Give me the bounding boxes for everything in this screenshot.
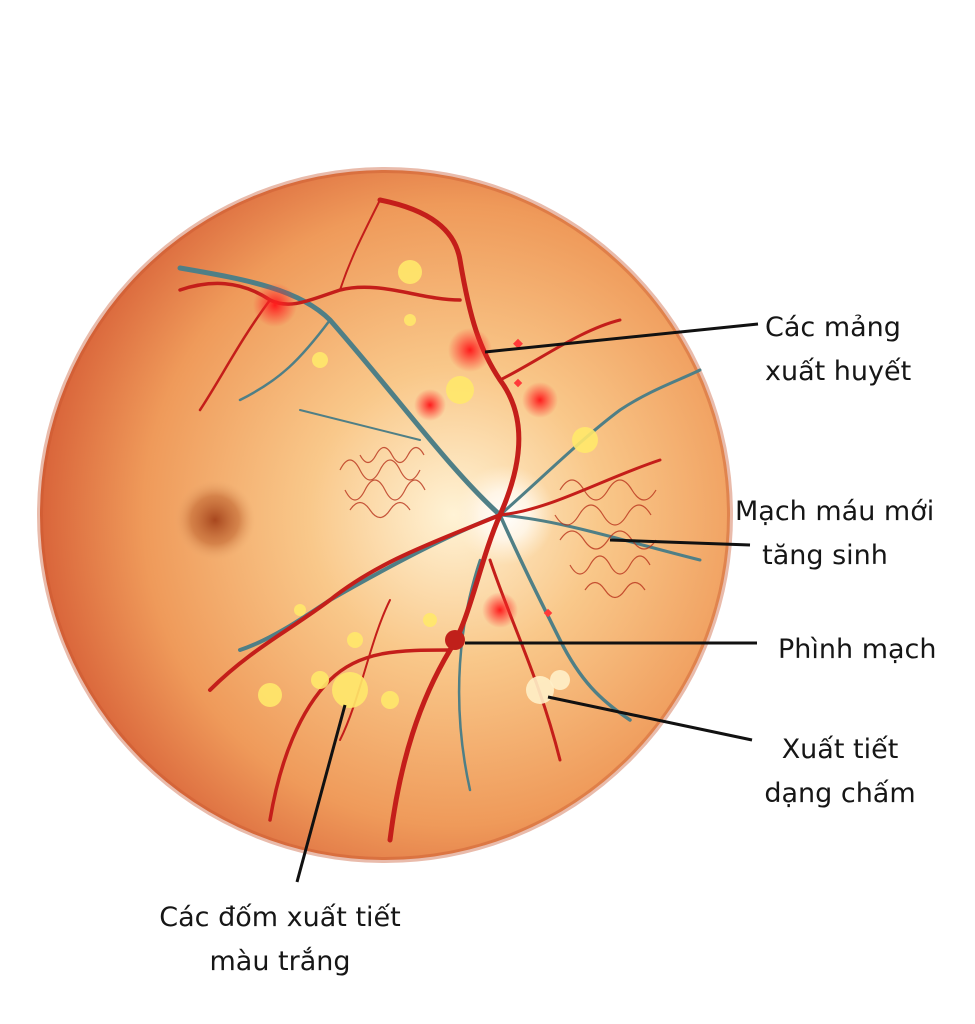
leader-neovascularization (609, 538, 751, 547)
hemorrhages (253, 283, 558, 650)
label-line: Các mảng (765, 312, 901, 343)
leader-cotton-wool (295, 704, 347, 883)
label-dot-exudates: Xuất tiết dạng chấm (755, 728, 925, 816)
label-line: tăng sinh (762, 540, 888, 571)
new-vessels (339, 446, 657, 599)
leader-dot-exudates (547, 695, 753, 742)
label-line: Các đốm xuất tiết (159, 902, 401, 933)
label-line: màu trắng (209, 946, 351, 977)
label-neovascularization: Mạch máu mới tăng sinh (735, 490, 935, 578)
exudates (258, 260, 598, 709)
label-line: Mạch máu mới (735, 496, 935, 527)
label-line: xuất huyết (765, 356, 912, 387)
leader-hemorrhages (484, 322, 759, 354)
label-hemorrhages: Các mảng xuất huyết (765, 306, 911, 394)
label-cotton-wool-spots: Các đốm xuất tiết màu trắng (140, 896, 420, 984)
label-microaneurysm: Phình mạch (778, 628, 937, 672)
label-line: Xuất tiết (781, 734, 899, 765)
label-line: dạng chấm (764, 778, 916, 809)
label-line: Phình mạch (778, 634, 937, 665)
macula (175, 480, 255, 560)
